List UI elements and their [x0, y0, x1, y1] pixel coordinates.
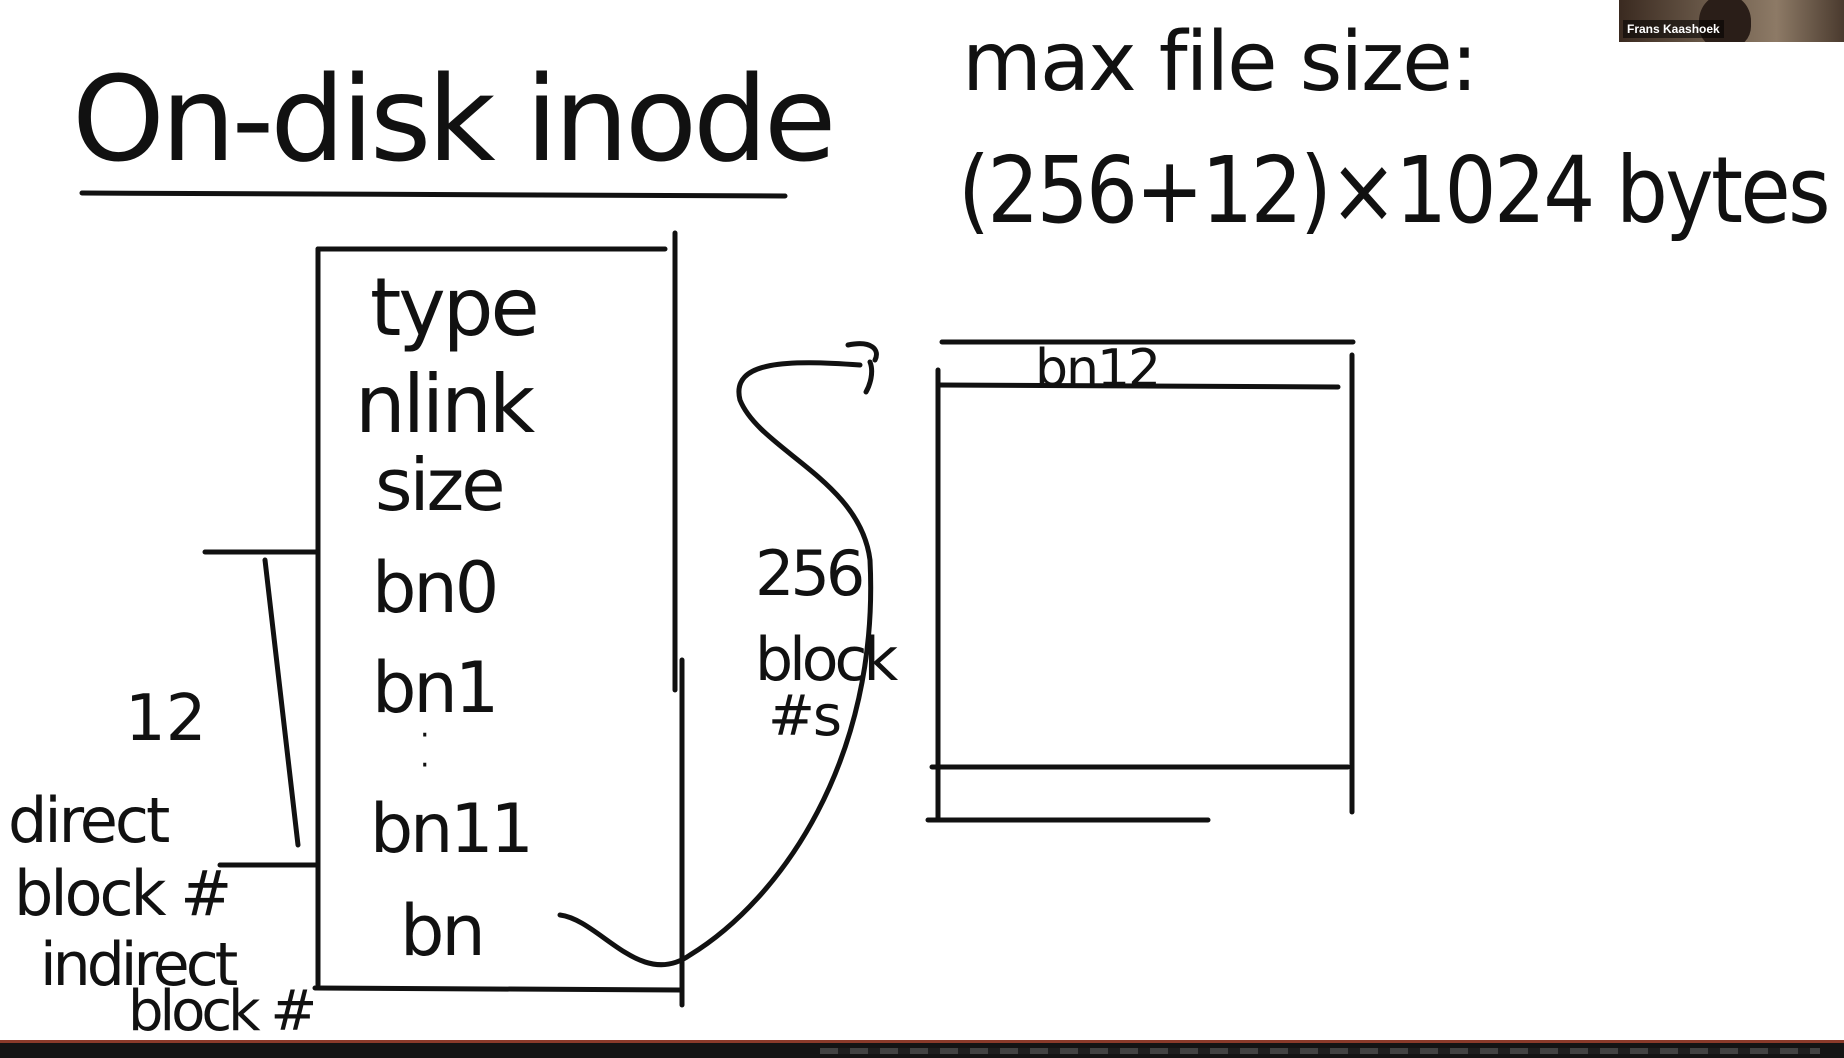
page-title: On-disk inode [72, 50, 833, 188]
bottom-taskbar-strip [0, 1040, 1844, 1058]
inode-field: type [370, 261, 537, 354]
inode-field: · [420, 718, 427, 753]
direct-label-line1: direct [8, 784, 169, 857]
indirect-block-first-entry: bn12 [1035, 339, 1159, 399]
inode-field: size [375, 443, 503, 527]
max-file-size-formula: (256+12)×1024 bytes [958, 137, 1828, 244]
inode-box [312, 230, 685, 1008]
indirect-block-box [925, 339, 1356, 823]
inode-field: nlink [355, 358, 536, 451]
inode-field: bn0 [372, 547, 496, 629]
participant-video-tile[interactable]: Frans Kaashoek [1619, 0, 1844, 42]
indirect-label-line1: indirect [40, 930, 238, 1000]
taskbar-content [820, 1048, 1820, 1054]
title-underline [79, 190, 788, 199]
inode-field: · [420, 748, 427, 783]
participant-name: Frans Kaashoek [1623, 20, 1724, 38]
indirect-label-line2: block # [128, 979, 313, 1044]
inode-field: bn1 [372, 647, 496, 729]
indirect-pointer-arrow [557, 360, 874, 968]
direct-count-label: 12 [125, 682, 206, 756]
indirect-count-label: 256 [755, 537, 862, 610]
indirect-block-label-line2: #s [768, 684, 840, 749]
direct-label-line2: block # [14, 857, 229, 930]
inode-field: bn11 [370, 790, 531, 869]
inode-field: bn [400, 890, 483, 972]
arrow-head [845, 341, 879, 395]
direct-blocks-bracket [202, 549, 321, 868]
max-file-size-label: max file size: [962, 15, 1476, 110]
indirect-block-label-line1: block [755, 625, 898, 695]
